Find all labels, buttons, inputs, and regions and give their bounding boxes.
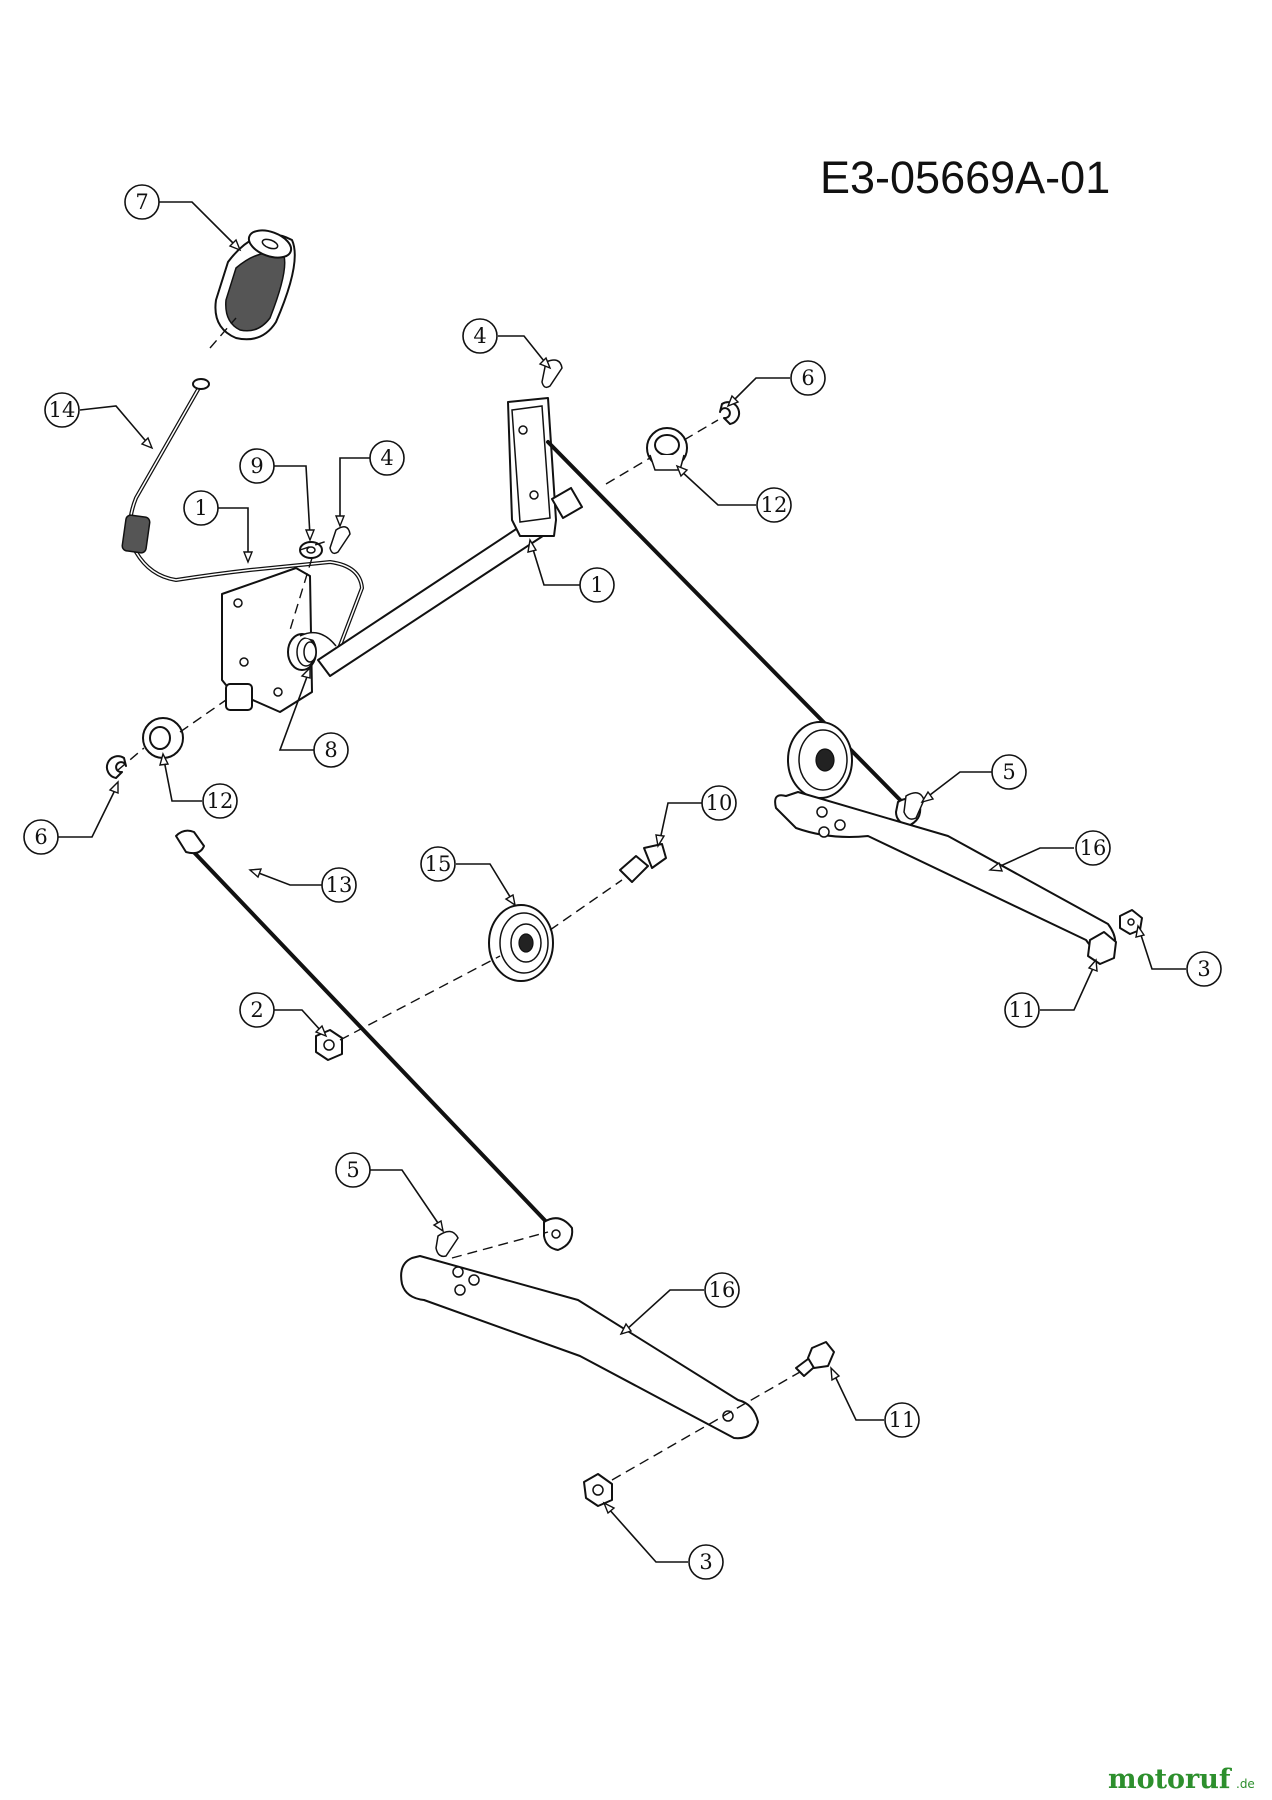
part-lift-lever [121, 378, 365, 674]
callout-16-front: 16 [704, 1272, 740, 1308]
watermark-logo: motoruf .de [1108, 1764, 1255, 1795]
part-handle-grip [214, 229, 296, 341]
part-lift-bracket-plate [221, 567, 313, 713]
svg-text:14: 14 [49, 398, 76, 422]
watermark-brand: motoruf [1108, 1764, 1233, 1795]
callout-14: 14 [44, 392, 80, 428]
svg-text:3: 3 [1197, 957, 1210, 981]
part-lift-link-front [175, 829, 574, 1251]
svg-text:11: 11 [1009, 998, 1036, 1022]
part-washer [299, 541, 323, 559]
part-shoulder-bolt [619, 843, 667, 883]
callout-4-left: 4 [369, 440, 405, 476]
callout-2: 2 [239, 992, 275, 1028]
callout-9: 9 [239, 448, 275, 484]
svg-text:10: 10 [706, 791, 733, 815]
svg-text:11: 11 [889, 1408, 916, 1432]
callout-5-rear: 5 [991, 754, 1027, 790]
svg-text:1: 1 [194, 496, 207, 520]
callout-16-rear: 16 [1075, 830, 1111, 866]
svg-text:7: 7 [135, 190, 148, 214]
drawing-number: E3-05669A-01 [820, 152, 1110, 203]
part-lift-arm-rear [774, 791, 1117, 956]
part-bushing-right [646, 427, 688, 471]
part-lift-link-rear [546, 440, 922, 827]
callout-4-top: 4 [462, 318, 498, 354]
callout-12-left: 12 [202, 783, 238, 819]
callout-6-left: 6 [23, 819, 59, 855]
part-bushing-left [142, 717, 184, 759]
svg-text:6: 6 [801, 366, 814, 390]
svg-text:4: 4 [473, 324, 486, 348]
svg-text:16: 16 [709, 1278, 736, 1302]
callout-12-right: 12 [756, 487, 792, 523]
svg-text:3: 3 [699, 1550, 712, 1574]
callout-5-front: 5 [335, 1152, 371, 1188]
svg-text:5: 5 [1002, 760, 1015, 784]
part-idler-pulley-front [488, 904, 554, 982]
svg-text:12: 12 [761, 493, 788, 517]
svg-text:6: 6 [34, 825, 47, 849]
callout-13: 13 [321, 867, 357, 903]
svg-text:8: 8 [324, 738, 337, 762]
svg-text:9: 9 [250, 454, 263, 478]
part-bolt-front [795, 1341, 835, 1377]
svg-text:2: 2 [250, 998, 263, 1022]
callout-1-left: 1 [183, 490, 219, 526]
callout-1-shaft: 1 [579, 567, 615, 603]
svg-text:15: 15 [425, 852, 452, 876]
callout-3-rear: 3 [1186, 951, 1222, 987]
callout-7: 7 [124, 184, 160, 220]
callout-3-front: 3 [688, 1544, 724, 1580]
callout-10: 10 [701, 785, 737, 821]
svg-text:12: 12 [207, 789, 234, 813]
part-torsion-spring [287, 631, 337, 671]
part-flange-nut [315, 1029, 343, 1061]
svg-text:16: 16 [1080, 836, 1107, 860]
callout-11-front: 11 [884, 1402, 920, 1438]
callout-11-rear: 11 [1004, 992, 1040, 1028]
part-idler-pulley-rear [787, 721, 853, 799]
watermark-tld: .de [1236, 1777, 1255, 1791]
callout-8: 8 [313, 732, 349, 768]
assembly-axes [117, 317, 801, 1481]
part-clevis-pin-rear [903, 792, 925, 820]
svg-text:13: 13 [326, 873, 353, 897]
callout-6-right: 6 [790, 360, 826, 396]
part-hairpin-clip-left [329, 526, 351, 555]
part-clevis-pin-front [435, 1230, 459, 1258]
callout-15: 15 [420, 846, 456, 882]
part-locknut-front [583, 1473, 613, 1507]
svg-text:1: 1 [590, 573, 603, 597]
part-lift-shaft [225, 397, 584, 711]
svg-text:5: 5 [346, 1158, 359, 1182]
part-bolt-rear [1087, 931, 1117, 965]
svg-text:4: 4 [380, 446, 393, 470]
part-eclip-left [105, 755, 127, 779]
part-lift-arm-front [400, 1255, 759, 1440]
